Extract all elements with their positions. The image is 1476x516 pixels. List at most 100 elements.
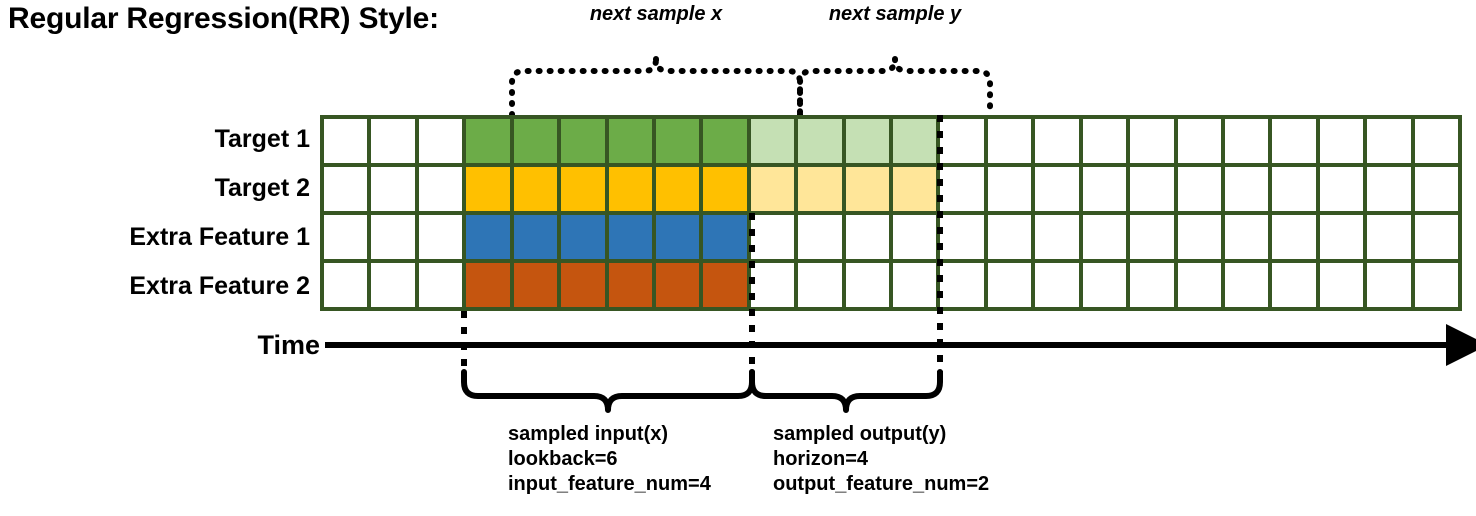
grid-cell-r1-c24: [1414, 119, 1458, 163]
grid-cell-r3-c2: [371, 215, 415, 259]
grid-cell-r3-c17: [1082, 215, 1127, 259]
row-label-target-1: Target 1: [214, 125, 310, 153]
grid-cell-r3-c16: [1035, 215, 1079, 259]
grid-cell-r1-c14: [940, 119, 984, 163]
row-label-column: Target 1 Target 2 Extra Feature 1 Extra …: [10, 115, 310, 311]
grid-cell-r2-c13: [893, 167, 937, 211]
grid-cell-r4-c11: [798, 263, 842, 307]
grid-cell-r2-c10: [750, 167, 795, 211]
grid-cell-r1-c21: [1272, 119, 1316, 163]
grid-cell-r4-c17: [1082, 263, 1127, 307]
sampled-output-annotation: sampled output(y) horizon=4 output_featu…: [773, 422, 989, 497]
grid-cell-r2-c11: [798, 167, 842, 211]
grid-cell-r1-c17: [1082, 119, 1127, 163]
grid-cell-r1-c12: [845, 119, 889, 163]
grid-cell-r1-c9: [703, 119, 747, 163]
grid-cell-r1-c5: [513, 119, 558, 163]
grid-cell-r2-c6: [561, 167, 605, 211]
sampled-output-line-1: sampled output(y): [773, 423, 947, 445]
grid-cell-r1-c7: [608, 119, 652, 163]
grid-cell-r3-c4: [466, 215, 510, 259]
grid-cell-r2-c17: [1082, 167, 1127, 211]
row-label-target-2: Target 2: [214, 174, 310, 202]
grid-cell-r3-c15: [987, 215, 1032, 259]
sampled-output-line-2: horizon=4: [773, 448, 869, 470]
time-axis-label: Time: [257, 330, 320, 360]
grid-cell-r3-c14: [940, 215, 984, 259]
grid-cell-r2-c4: [466, 167, 510, 211]
grid-cell-r3-c12: [845, 215, 889, 259]
grid-cell-r1-c13: [893, 119, 937, 163]
brace-sampled-output: [749, 369, 943, 413]
grid-cell-r4-c8: [655, 263, 700, 307]
grid-cell-r2-c15: [987, 167, 1032, 211]
grid-cell-r2-c19: [1177, 167, 1221, 211]
sampled-input-annotation: sampled input(x) lookback=6 input_featur…: [508, 422, 711, 497]
grid-cell-r3-c19: [1177, 215, 1221, 259]
grid-cell-r4-c20: [1224, 263, 1269, 307]
grid-cell-r4-c13: [893, 263, 937, 307]
grid-cell-r2-c16: [1035, 167, 1079, 211]
grid-cell-r4-c15: [987, 263, 1032, 307]
grid-cell-r1-c23: [1367, 119, 1411, 163]
grid-cell-r4-c1: [324, 263, 368, 307]
grid-cell-r4-c12: [845, 263, 889, 307]
grid-cell-r4-c5: [513, 263, 558, 307]
grid-cell-r3-c5: [513, 215, 558, 259]
grid-cell-r1-c16: [1035, 119, 1079, 163]
grid-cell-r1-c20: [1224, 119, 1269, 163]
grid-cell-r2-c21: [1272, 167, 1316, 211]
timeseries-grid: [320, 115, 1462, 311]
annotation-next-sample-x: next sample x: [589, 3, 723, 25]
grid-cell-r4-c19: [1177, 263, 1221, 307]
grid-cell-r2-c24: [1414, 167, 1458, 211]
grid-cell-r2-c9: [703, 167, 747, 211]
grid-cell-r3-c22: [1319, 215, 1364, 259]
sampled-input-line-2: lookback=6: [508, 448, 618, 470]
sampled-output-line-3: output_feature_num=2: [773, 473, 990, 495]
grid-cell-r3-c10: [750, 215, 795, 259]
grid-cell-r4-c2: [371, 263, 415, 307]
grid-cell-r2-c20: [1224, 167, 1269, 211]
grid-cell-r2-c1: [324, 167, 368, 211]
grid-cell-r3-c8: [655, 215, 700, 259]
grid-cell-r3-c7: [608, 215, 652, 259]
grid-cell-r1-c4: [466, 119, 510, 163]
grid-cell-r1-c15: [987, 119, 1032, 163]
grid-cell-r2-c23: [1367, 167, 1411, 211]
grid-cell-r1-c8: [655, 119, 700, 163]
grid-cell-r3-c23: [1367, 215, 1411, 259]
grid-cell-r4-c7: [608, 263, 652, 307]
annotation-next-sample-y: next sample y: [828, 3, 962, 25]
grid-cell-r4-c18: [1130, 263, 1174, 307]
grid-cell-r3-c11: [798, 215, 842, 259]
grid-cell-r4-c10: [750, 263, 795, 307]
brace-sampled-input: [461, 369, 755, 413]
grid-cell-r4-c23: [1367, 263, 1411, 307]
grid-cell-r2-c3: [418, 167, 463, 211]
grid-cell-r4-c3: [418, 263, 463, 307]
dotted-brace-next-x: [509, 56, 803, 118]
grid-cell-r3-c9: [703, 215, 747, 259]
grid-cell-r1-c1: [324, 119, 368, 163]
grid-cell-r4-c6: [561, 263, 605, 307]
grid-cell-r3-c24: [1414, 215, 1458, 259]
grid-cell-r2-c8: [655, 167, 700, 211]
grid-cell-r3-c6: [561, 215, 605, 259]
grid-cell-r3-c21: [1272, 215, 1316, 259]
grid-cell-r2-c2: [371, 167, 415, 211]
grid-cell-r2-c7: [608, 167, 652, 211]
grid-cell-r1-c22: [1319, 119, 1364, 163]
grid-cell-r2-c22: [1319, 167, 1364, 211]
grid-cell-r1-c2: [371, 119, 415, 163]
grid-cell-r1-c11: [798, 119, 842, 163]
page-title: Regular Regression(RR) Style:: [8, 2, 439, 35]
grid-cell-r1-c18: [1130, 119, 1174, 163]
grid-cell-r3-c1: [324, 215, 368, 259]
grid-cell-r4-c16: [1035, 263, 1079, 307]
grid-cell-r3-c3: [418, 215, 463, 259]
grid-cell-r3-c20: [1224, 215, 1269, 259]
grid-cell-r3-c13: [893, 215, 937, 259]
grid-cell-r1-c10: [750, 119, 795, 163]
